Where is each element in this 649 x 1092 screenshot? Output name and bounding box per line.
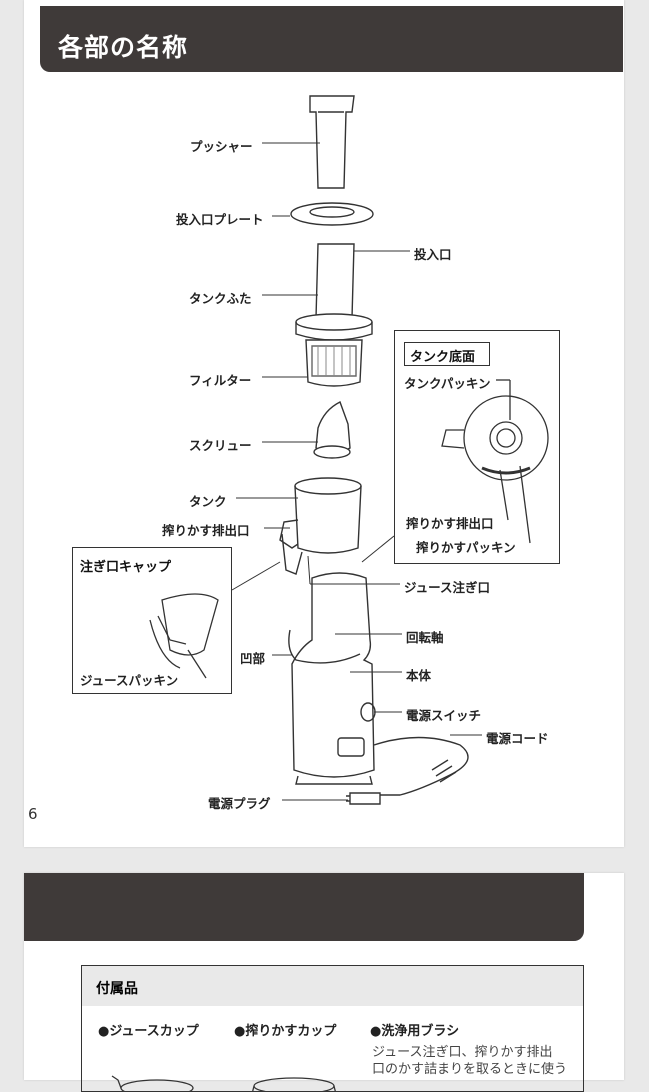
- main-body-illustration: [288, 572, 469, 805]
- label-tank-lid: タンクふた: [189, 291, 252, 306]
- accessories-box: 付属品 ●ジュースカップ ●搾りかすカップ ●洗浄用ブラシ ジュース注ぎ口、搾り…: [81, 965, 584, 1092]
- label-rotation-shaft: 回転軸: [406, 630, 444, 645]
- accessory-cups-illustration: [111, 1075, 336, 1091]
- label-body: 本体: [406, 668, 432, 683]
- tank-bottom-title-frame: [404, 342, 490, 366]
- label-pulp-outlet-bottom: 搾りかす排出口: [406, 516, 494, 531]
- manual-page-accessories: 付属品 ●ジュースカップ ●搾りかすカップ ●洗浄用ブラシ ジュース注ぎ口、搾り…: [24, 873, 624, 1092]
- spout-cap-title: 注ぎ口キャップ: [80, 560, 172, 575]
- accessory-cleaning-brush: ●洗浄用ブラシ: [370, 1024, 460, 1039]
- tank-bottom-title: タンク底面: [410, 350, 476, 365]
- parts-diagram: [149, 95, 549, 805]
- label-tank: タンク: [189, 494, 227, 509]
- label-pulp-outlet: 搾りかす排出口: [162, 523, 250, 538]
- label-tank-packing: タンクパッキン: [404, 376, 491, 391]
- spout-cap-detail-box: [72, 547, 232, 694]
- label-inlet-plate: 投入口プレート: [176, 212, 264, 227]
- label-power-plug: 電源プラグ: [208, 796, 271, 811]
- label-inlet: 投入口: [414, 247, 452, 262]
- page-title-banner: 各部の名称: [40, 6, 623, 72]
- inlet-plate-illustration: [290, 202, 374, 226]
- label-filter: フィルター: [189, 373, 252, 388]
- label-juice-packing: ジュースパッキン: [80, 673, 179, 688]
- tank-bottom-detail-box: [394, 330, 560, 564]
- label-pulp-packing: 搾りかすパッキン: [416, 540, 516, 555]
- tank-bottom-illustration: [441, 379, 549, 544]
- brush-description-line1: ジュース注ぎ口、搾りかす排出: [372, 1045, 553, 1060]
- label-screw: スクリュー: [189, 438, 252, 453]
- tank-lid-illustration: [295, 243, 373, 341]
- label-juice-spout: ジュース注ぎ口: [404, 580, 491, 595]
- label-pusher: プッシャー: [190, 139, 253, 154]
- label-power-cord: 電源コード: [486, 731, 549, 746]
- spout-cap-illustration: [149, 593, 219, 679]
- page-title: 各部の名称: [58, 33, 189, 62]
- filter-illustration: [305, 339, 363, 387]
- screw-illustration: [313, 401, 351, 459]
- accessory-pulp-cup: ●搾りかすカップ: [234, 1024, 337, 1039]
- pusher-illustration: [309, 95, 355, 189]
- brush-description-line2: 口のかす詰まりを取るときに使う: [372, 1062, 568, 1077]
- label-power-switch: 電源スイッチ: [406, 708, 482, 723]
- tank-illustration: [279, 477, 362, 575]
- accessories-title: 付属品: [96, 981, 138, 997]
- page-title-banner-2: [24, 873, 584, 941]
- page-number: 6: [28, 805, 38, 823]
- accessories-header: 付属品: [82, 966, 583, 1006]
- label-recess: 凹部: [240, 651, 266, 666]
- accessory-juice-cup: ●ジュースカップ: [98, 1024, 199, 1039]
